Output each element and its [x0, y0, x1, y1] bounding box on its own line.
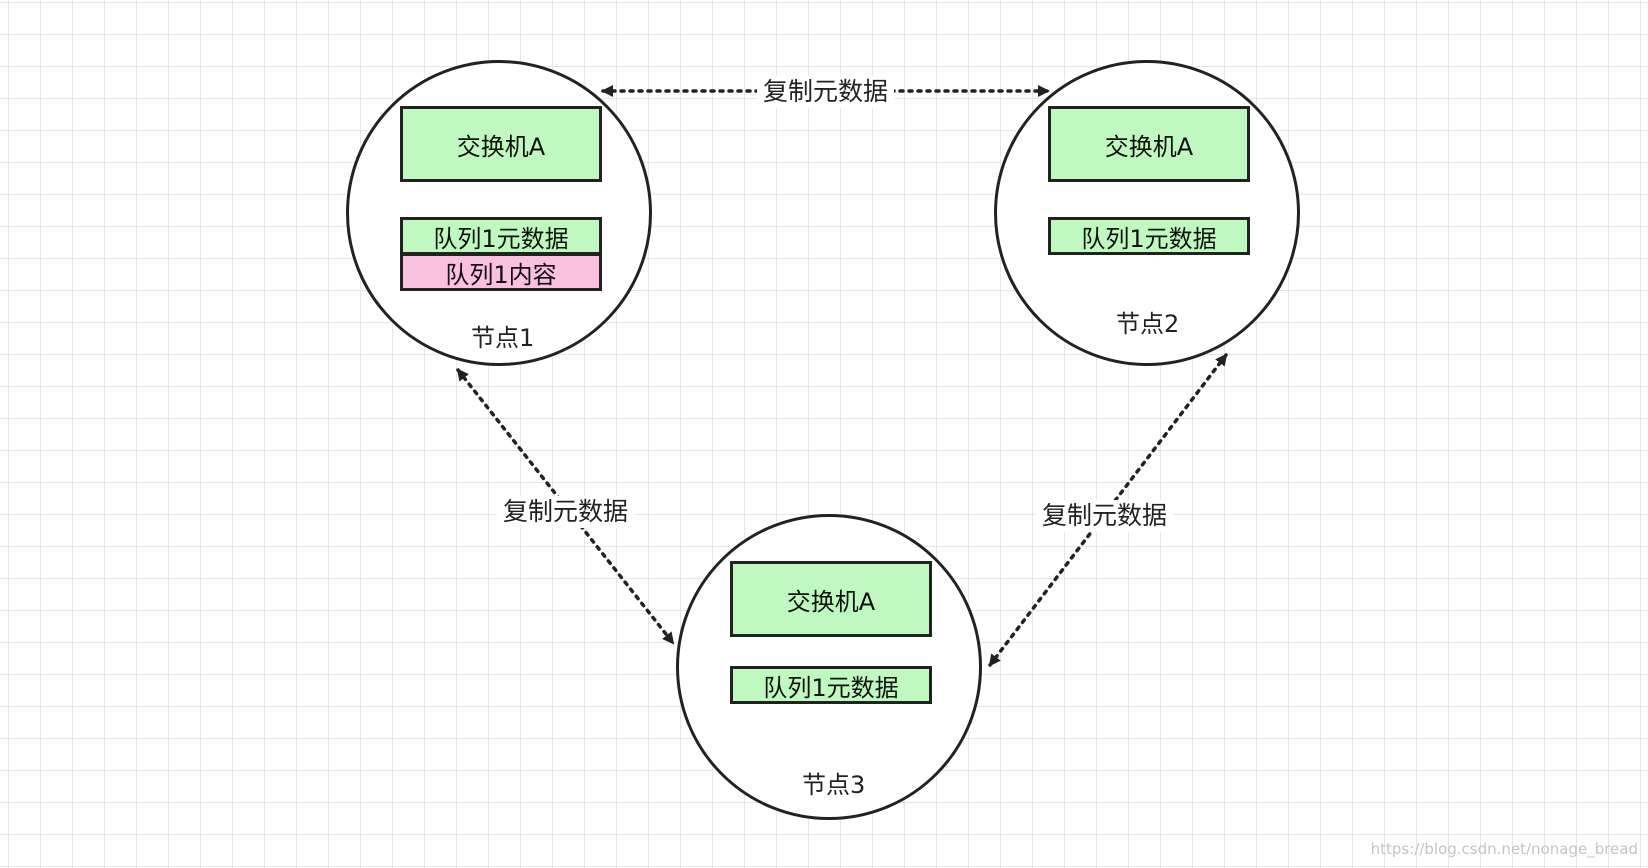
watermark-url: https://blog.csdn.net/nonage_bread — [1370, 840, 1638, 858]
node-1-queue-metadata-box: 队列1元数据 — [400, 217, 602, 255]
node-2-exchange-label: 交换机A — [1104, 132, 1194, 161]
node-1-queue-content-box: 队列1内容 — [400, 253, 602, 291]
node-1-exchange-box: 交换机A — [400, 106, 602, 182]
node-2-queue-metadata-box: 队列1元数据 — [1048, 217, 1250, 255]
link-label-node1-node2: 复制元数据 — [757, 76, 895, 108]
node-1-label: 节点1 — [471, 324, 535, 352]
node-3-label: 节点3 — [802, 771, 866, 799]
link-label-node2-node3: 复制元数据 — [1036, 500, 1174, 532]
link-node2-node3 — [988, 353, 1228, 667]
link-label-node1-node3: 复制元数据 — [497, 496, 635, 528]
node-3-exchange-box: 交换机A — [730, 561, 932, 637]
node-3-queue-metadata-label: 队列1元数据 — [763, 673, 899, 702]
node-2-label: 节点2 — [1116, 310, 1180, 338]
node-1-queue-content-label: 队列1内容 — [445, 260, 557, 289]
node-2-exchange-box: 交换机A — [1048, 106, 1250, 182]
node-2-queue-metadata-label: 队列1元数据 — [1081, 224, 1217, 253]
node-1-exchange-label: 交换机A — [456, 132, 546, 161]
node-1-queue-metadata-label: 队列1元数据 — [433, 224, 569, 253]
node-3-exchange-label: 交换机A — [786, 587, 876, 616]
node-3-queue-metadata-box: 队列1元数据 — [730, 666, 932, 704]
